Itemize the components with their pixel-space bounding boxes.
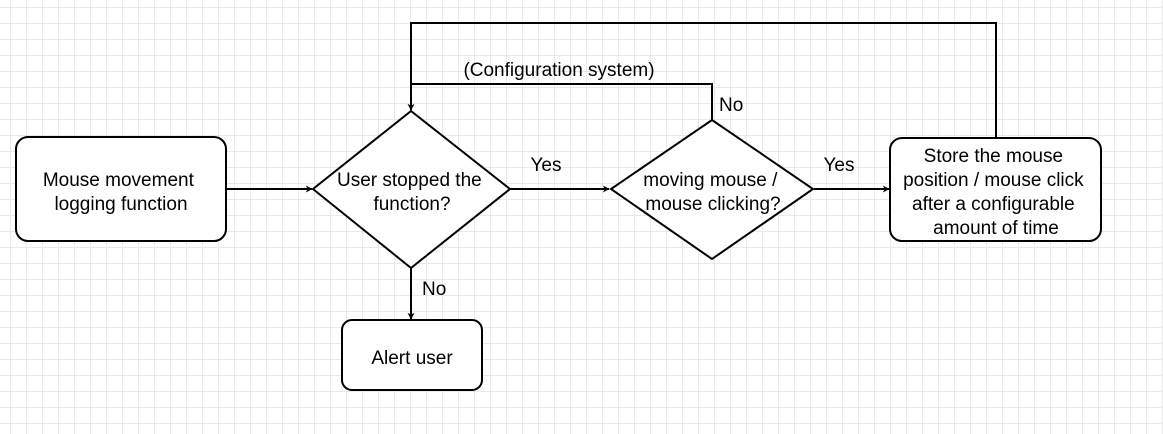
node-moving-decision: [609, 118, 815, 261]
label-store-line-3: after a configurable: [912, 194, 1075, 215]
label-logging-line-1: Mouse movement: [43, 170, 195, 191]
label-store-position: Store the mouse position / mouse click a…: [903, 146, 1089, 239]
edge-label-no-alert: No: [422, 279, 446, 300]
edge-label-yes-2: Yes: [824, 155, 855, 176]
label-store-line-4: amount of time: [933, 218, 1059, 239]
node-user-stopped-decision: [311, 109, 512, 270]
edge-label-configuration: (Configuration system): [463, 60, 654, 81]
label-user-stopped: User stopped the function?: [337, 170, 487, 215]
label-moving-decision: moving mouse / mouse clicking?: [643, 170, 782, 215]
edge-store-loop: [410, 22, 997, 137]
label-logging-line-2: logging function: [54, 194, 187, 215]
label-alert-line-1: Alert user: [371, 348, 453, 369]
label-store-line-2: position / mouse click: [903, 170, 1084, 191]
label-alert-user: Alert user: [371, 348, 453, 369]
label-stopped-line-1: User stopped the: [337, 170, 482, 191]
label-moving-line-2: mouse clicking?: [645, 194, 780, 215]
label-logging-function: Mouse movement logging function: [43, 170, 199, 215]
edge-label-yes-1: Yes: [531, 155, 562, 176]
edge-label-no-loop: No: [719, 95, 743, 116]
label-stopped-line-2: function?: [373, 194, 450, 215]
edge-moving-no-loop: [407, 83, 713, 120]
node-store-position: [889, 137, 1102, 242]
label-moving-line-1: moving mouse /: [643, 170, 778, 191]
node-logging-function: [15, 136, 227, 242]
node-alert-user: [341, 319, 483, 391]
label-store-line-1: Store the mouse: [924, 146, 1063, 167]
